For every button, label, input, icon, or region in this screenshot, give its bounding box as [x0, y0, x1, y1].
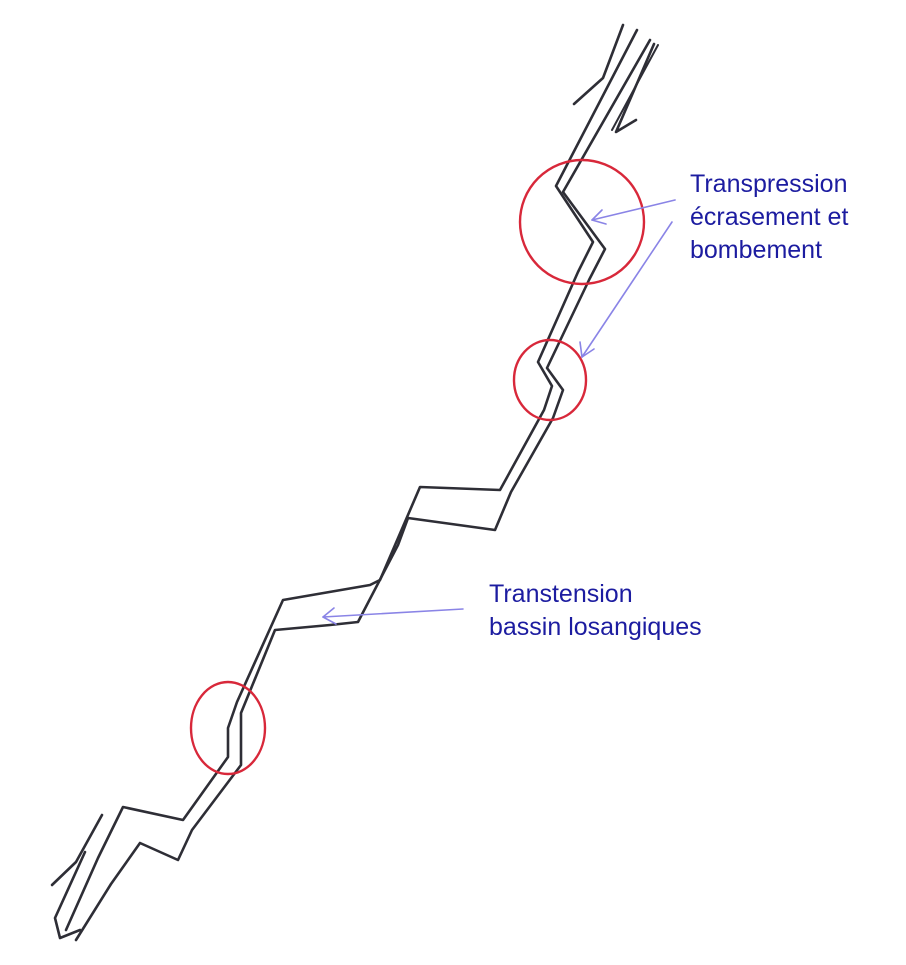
- fault-trace: [64, 28, 659, 942]
- transpression-circle-bottom: [189, 680, 267, 776]
- pointer-line-transpression-top: [591, 199, 676, 221]
- pointer-arrowhead-transpression-top: [591, 209, 607, 225]
- bottom-half-arrow-icon: [50, 813, 104, 887]
- pointer-arrowhead-transpression-middle: [579, 341, 595, 358]
- transpression-label-line-2: écrasement et: [690, 203, 849, 231]
- pointer-line-transpression-middle: [581, 221, 673, 358]
- top-half-arrow-icon: [572, 23, 625, 106]
- transtension-label-line-1: Transtension: [489, 580, 633, 608]
- fault-strand-right: [74, 38, 652, 942]
- fault-strand-left: [64, 28, 639, 932]
- transtension-label-line-2: bassin losangiques: [489, 613, 702, 641]
- bend-circles: [189, 158, 646, 776]
- pointer-line-transtension: [322, 608, 464, 618]
- bottom-right-half-arrow-icon: [53, 850, 87, 940]
- transpression-label-line-3: bombement: [690, 236, 823, 264]
- motion-arrows: [50, 23, 656, 940]
- transtension-label: Transtension bassin losangiques: [489, 578, 702, 644]
- pointer-arrows: [322, 199, 676, 625]
- transpression-circle-middle: [512, 338, 588, 422]
- top-right-half-arrow-icon: [614, 42, 656, 134]
- transpression-label: Transpression écrasement et bombement: [690, 168, 848, 267]
- transpression-circle-top: [518, 158, 646, 286]
- pointer-arrowhead-transtension: [322, 607, 337, 625]
- transpression-label-line-1: Transpression: [690, 170, 848, 198]
